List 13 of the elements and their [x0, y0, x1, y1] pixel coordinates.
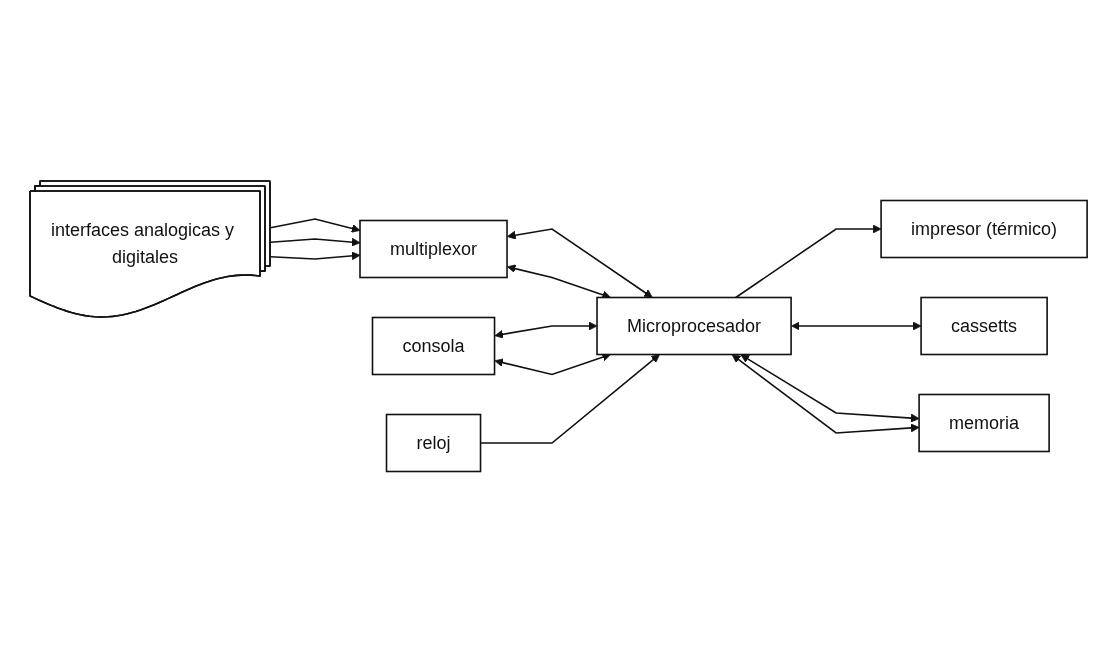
arrow [731, 354, 920, 435]
node-box: reloj [385, 413, 482, 473]
node-box: cassetts [920, 296, 1048, 356]
node-box: impresor (térmico) [880, 199, 1088, 259]
node-box: consola [371, 316, 496, 376]
arrow [791, 321, 922, 331]
arrow [506, 228, 653, 299]
arrow [740, 354, 920, 423]
node-box: multiplexor [359, 219, 508, 279]
arrow [734, 224, 882, 299]
node-box: Microprocesador [596, 296, 792, 356]
node-box: memoria [918, 393, 1050, 453]
arrow [494, 353, 611, 376]
